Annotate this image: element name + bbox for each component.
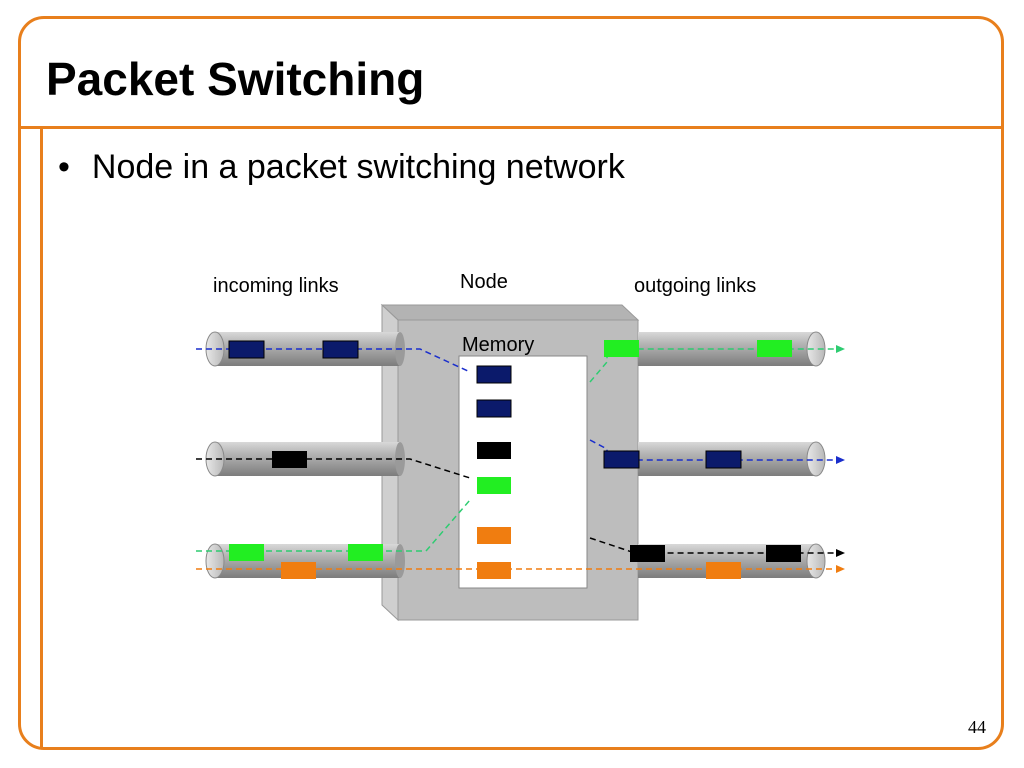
packet-orange <box>281 562 316 579</box>
bullet-dot-icon: • <box>58 148 70 186</box>
slide-frame <box>18 16 1004 750</box>
packet-green <box>229 544 264 561</box>
slide-title: Packet Switching <box>46 53 425 105</box>
packet-orange <box>477 527 511 544</box>
memory-label: Memory <box>462 334 534 356</box>
packet-orange <box>477 562 511 579</box>
page-number: 44 <box>968 717 986 737</box>
packet-black <box>477 442 511 459</box>
bullet-text: Node in a packet switching network <box>91 148 625 186</box>
packet-navy <box>603 450 640 469</box>
packet-black <box>272 451 307 468</box>
arrowheads <box>836 345 845 573</box>
title-divider <box>18 126 1004 129</box>
arrowhead-black <box>836 549 845 557</box>
incoming-links-label: incoming links <box>213 275 339 297</box>
packet-navy <box>705 450 742 469</box>
path-navy-in <box>196 348 471 373</box>
packet-green <box>477 477 511 494</box>
memory-packets <box>476 365 512 579</box>
packet-black <box>630 545 665 562</box>
memory-buffer <box>458 355 588 589</box>
packet-black <box>766 545 801 562</box>
incoming-packets <box>228 340 383 579</box>
packet-navy <box>476 365 512 384</box>
packet-green <box>604 340 639 357</box>
node-label: Node <box>460 271 508 293</box>
packet-green <box>348 544 383 561</box>
arrowhead-navy <box>836 456 845 464</box>
packet-navy <box>322 340 359 359</box>
left-accent-line <box>40 128 43 748</box>
bullet-item: • Node in a packet switching network <box>58 148 625 187</box>
arrowhead-orange <box>836 565 845 573</box>
packet-navy <box>228 340 265 359</box>
packet-navy <box>476 399 512 418</box>
outgoing-packets <box>603 340 801 579</box>
arrowhead-green <box>836 345 845 353</box>
packet-green <box>757 340 792 357</box>
path-black-in <box>196 458 471 479</box>
path-green-in <box>196 499 471 552</box>
outgoing-links-label: outgoing links <box>634 275 756 297</box>
packet-orange <box>706 562 741 579</box>
